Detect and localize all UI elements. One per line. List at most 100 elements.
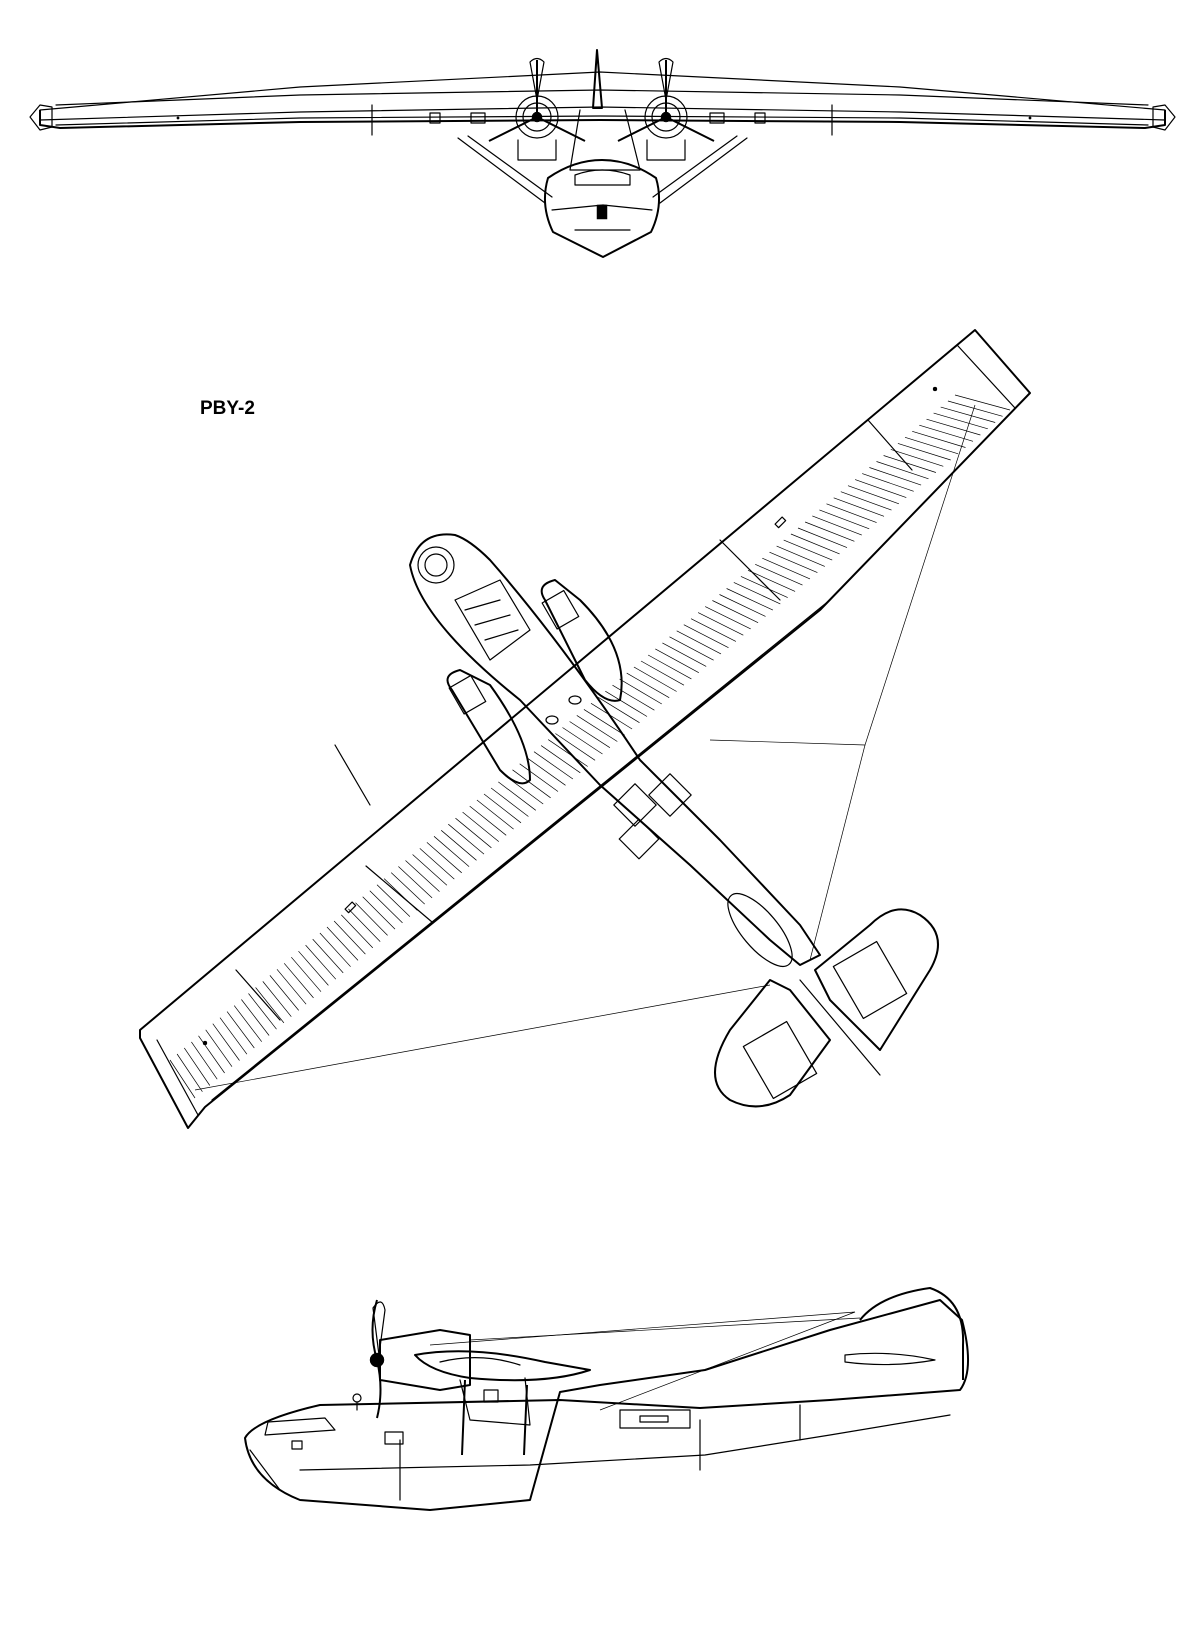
hatch-line: [276, 969, 307, 1005]
hatch-line: [333, 920, 366, 955]
top-hull: [409, 533, 821, 966]
hatch-line: [283, 963, 314, 999]
hatch-line: [762, 557, 811, 580]
hatch-line: [576, 715, 618, 742]
top-left-nacelle: [446, 669, 531, 785]
hatch-line: [840, 491, 892, 511]
aircraft-designation-label: PBY-2: [200, 398, 255, 419]
hatch-line: [726, 588, 774, 611]
hatch-line: [640, 660, 685, 686]
hatch-line: [883, 455, 937, 473]
hatch-line: [298, 950, 329, 986]
front-view: [29, 49, 1176, 258]
hatch-line: [540, 745, 581, 774]
hatch-line: [755, 563, 803, 586]
hatch-line: [933, 412, 988, 430]
hatch-line: [862, 473, 914, 492]
side-propeller: [371, 1299, 382, 1419]
hatch-line: [555, 733, 596, 761]
hatch-line: [433, 836, 470, 867]
hatch-line: [233, 1005, 262, 1042]
hatch-line: [184, 1047, 211, 1086]
hatch-line: [376, 884, 411, 917]
hatch-line: [348, 908, 381, 942]
hatch-line: [605, 690, 648, 717]
hatch-line: [940, 406, 996, 423]
hatch-line: [890, 449, 944, 467]
hatch-line: [398, 866, 433, 899]
hatch-line: [583, 709, 625, 736]
hatch-line: [312, 938, 344, 974]
hatch-line: [248, 993, 277, 1030]
front-wing-upper-edge: [39, 71, 1166, 111]
hatch-line: [291, 956, 322, 992]
hatch-line: [669, 636, 714, 661]
side-struts: [461, 1379, 528, 1456]
hatch-line: [904, 436, 959, 455]
top-bracing-wire-left: [194, 984, 771, 1091]
hatch-line: [548, 739, 588, 767]
front-left-strut: [457, 135, 553, 204]
hatch-line: [419, 848, 455, 880]
hatch-line: [897, 443, 951, 461]
hatch-line: [476, 799, 514, 830]
side-view: [244, 1287, 970, 1511]
top-cockpit: [454, 579, 531, 661]
hatch-line: [226, 1011, 255, 1049]
hatch-line: [612, 684, 655, 711]
hatch-line: [655, 648, 699, 674]
front-right-wingtip-float: [1152, 104, 1176, 131]
hatch-line: [690, 618, 737, 642]
hatch-line: [176, 1053, 203, 1092]
hatch-line: [390, 872, 425, 905]
hatch-line: [954, 394, 1011, 411]
hatch-line: [448, 823, 485, 855]
hatch-line: [633, 666, 677, 692]
hatch-line: [533, 751, 574, 780]
hatch-line: [455, 817, 492, 849]
front-right-engine: [617, 57, 715, 161]
hatch-line: [191, 1041, 218, 1080]
hatch-line: [697, 612, 744, 636]
front-left-engine: [488, 57, 586, 161]
hatch-line: [512, 769, 551, 799]
hatch-line: [626, 672, 670, 699]
hatch-line: [462, 811, 500, 842]
hatch-line: [319, 932, 351, 967]
hatch-line: [705, 606, 751, 630]
hatch-line: [483, 793, 522, 824]
hatch-line: [405, 860, 440, 892]
hatch-line: [426, 842, 462, 874]
hatch-line: [305, 944, 337, 980]
hatch-line: [776, 545, 825, 567]
hatch-line: [833, 497, 885, 517]
hatch-line: [219, 1017, 248, 1055]
hatch-line: [740, 576, 788, 598]
hatch-line: [819, 509, 870, 530]
front-right-strut: [652, 135, 748, 204]
hatch-line: [947, 400, 1003, 417]
hatch-line: [255, 987, 285, 1024]
hatch-line: [241, 999, 270, 1036]
hatch-line: [790, 533, 840, 555]
front-tail-fin: [592, 49, 603, 109]
hatch-line: [797, 527, 848, 548]
hatch-line: [598, 697, 640, 723]
hatch-line: [490, 787, 529, 817]
hatch-line: [362, 896, 396, 930]
hatch-line: [519, 763, 559, 792]
hatch-line: [169, 1059, 196, 1099]
top-wing-outline: [139, 329, 1031, 1129]
top-bracing-wire-right: [709, 404, 976, 746]
hatch-line: [326, 926, 359, 961]
hatch-line: [919, 424, 974, 442]
top-right-stabilizer: [814, 908, 939, 1051]
hatch-line: [590, 703, 633, 730]
front-wing-lower-edge: [39, 106, 1166, 121]
hatch-line: [676, 630, 722, 655]
hatch-line: [341, 914, 374, 949]
hatch-line: [369, 890, 403, 924]
hatch-line: [826, 503, 877, 523]
hatch-line: [719, 594, 766, 617]
